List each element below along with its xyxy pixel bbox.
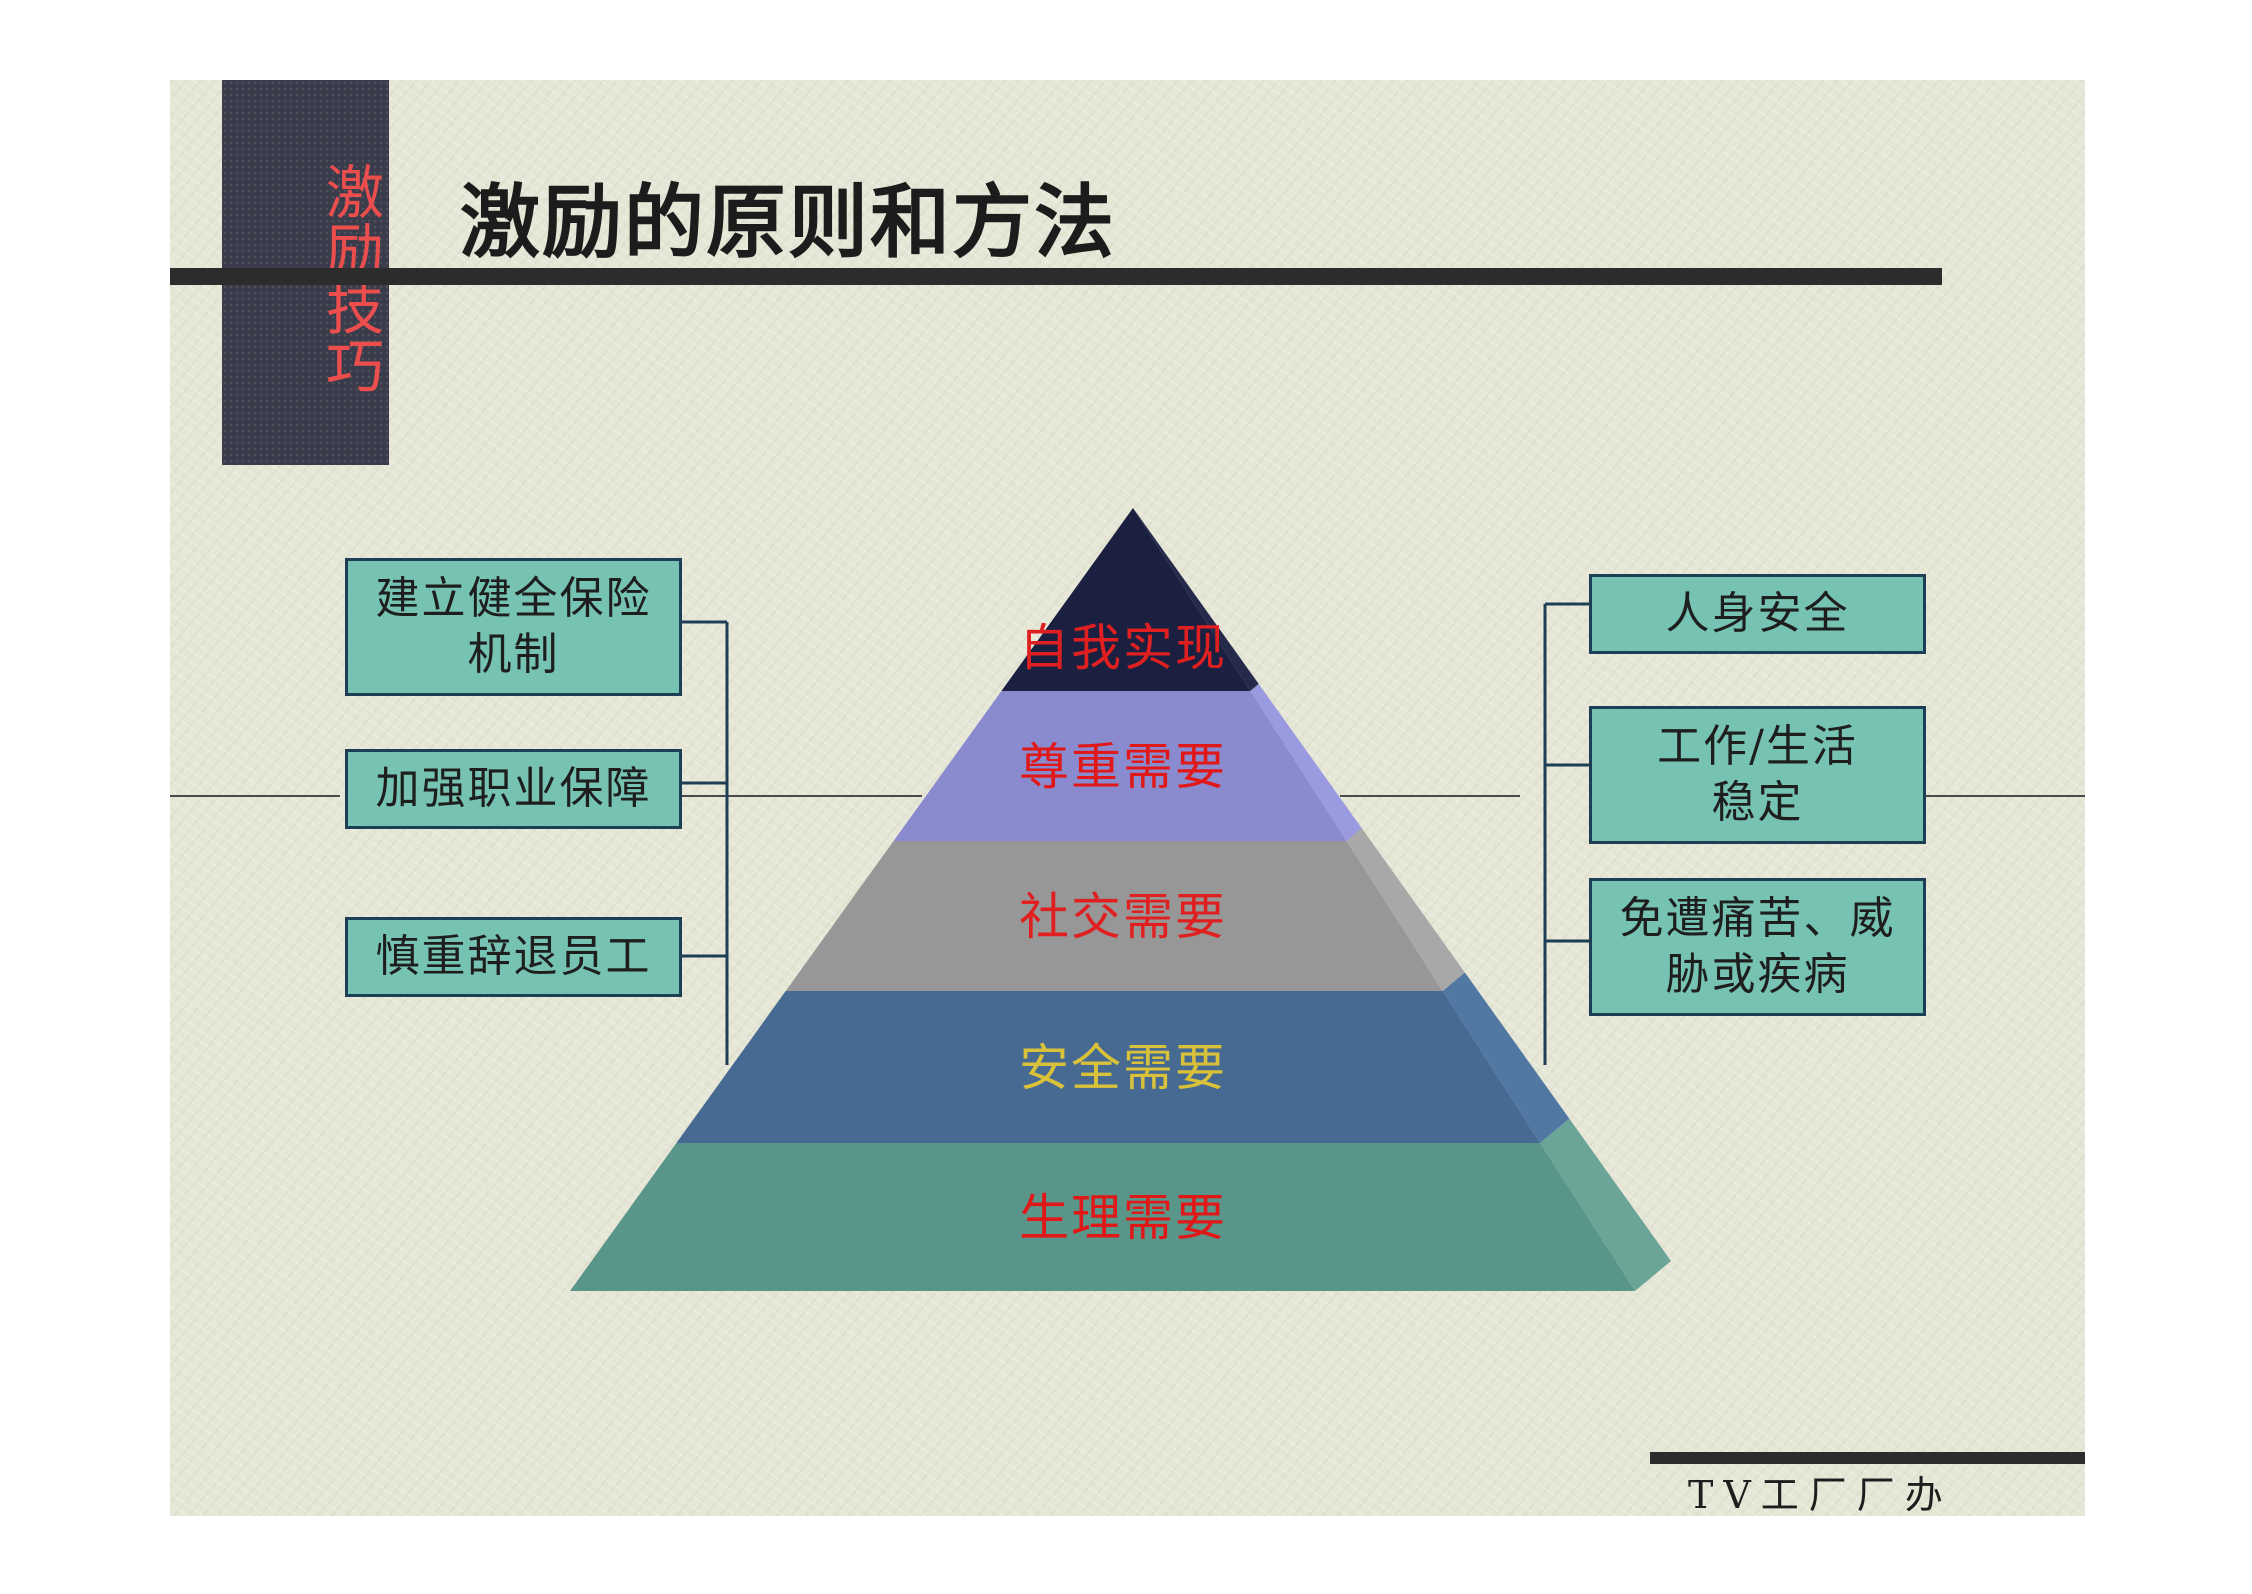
pyramid-label-2: 尊重需要	[1019, 738, 1227, 796]
pyramid-label-3: 社交需要	[1019, 888, 1227, 946]
left-box-2: 加强职业保障	[345, 749, 682, 829]
footer-rule	[1650, 1452, 2085, 1464]
pyramid-label-4: 安全需要	[1019, 1039, 1227, 1097]
right-box-1: 人身安全	[1589, 574, 1926, 654]
left-box-1: 建立健全保险 机制	[345, 558, 682, 696]
right-box-3: 免遭痛苦、威 胁或疾病	[1589, 878, 1926, 1016]
right-box-label: 免遭痛苦、威 胁或疾病	[1619, 893, 1896, 1000]
pyramid-label-1: 自我实现	[1019, 619, 1227, 677]
left-connectors	[680, 620, 729, 1065]
left-box-label: 加强职业保障	[375, 763, 652, 814]
title-rule	[170, 268, 1942, 285]
pyramid-layers	[570, 508, 1671, 1291]
footer-text: TV工厂厂办	[1688, 1473, 1953, 1516]
right-box-2: 工作/生活 稳定	[1589, 706, 1926, 844]
pyramid-side-4	[1442, 972, 1570, 1143]
pyramid-level-3	[785, 841, 1443, 991]
left-box-3: 慎重辞退员工	[345, 917, 682, 997]
right-box-label: 人身安全	[1665, 588, 1850, 639]
pyramid-side-3	[1346, 828, 1465, 991]
right-connectors	[1543, 602, 1590, 1065]
left-box-label: 建立健全保险 机制	[375, 573, 652, 680]
pyramid-side-2	[1250, 683, 1362, 841]
pyramid-label-5: 生理需要	[1019, 1189, 1227, 1247]
pyramid-level-4	[676, 991, 1541, 1143]
left-box-label: 慎重辞退员工	[375, 931, 652, 982]
pyramid-level-5	[570, 1143, 1635, 1291]
pyramid-level-2	[893, 691, 1347, 841]
page-title: 激励的原则和方法	[460, 176, 1116, 269]
pyramid-side-5	[1540, 1118, 1671, 1291]
right-box-label: 工作/生活 稳定	[1657, 721, 1858, 828]
pyramid-side-1	[1133, 508, 1259, 691]
pyramid-level-1	[1001, 508, 1251, 691]
